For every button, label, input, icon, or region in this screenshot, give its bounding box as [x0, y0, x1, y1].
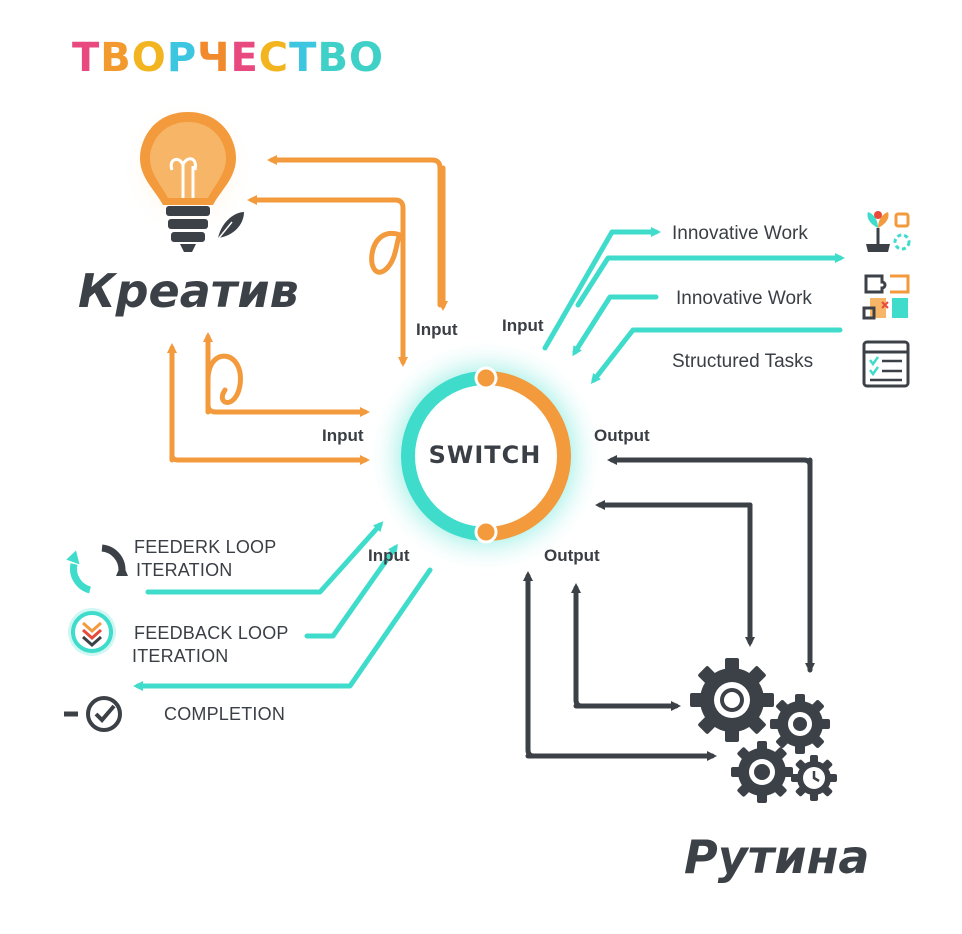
- output-label-bottom: Output: [544, 546, 600, 565]
- medium-gear-icon: [770, 694, 830, 754]
- lightbulb-icon: [118, 98, 258, 252]
- brand-letter: Т: [289, 35, 318, 81]
- refresh-cycle-icon: [66, 544, 128, 594]
- brand-letter: Т: [72, 35, 101, 81]
- input-label-bottom-left: Input: [368, 546, 410, 565]
- teal-arrow-from-innovative-2: [572, 294, 659, 357]
- dark-arrow-to-output-1: [607, 455, 813, 673]
- task-label-innovative-1: Innovative Work: [672, 223, 808, 244]
- brand-letter: Р: [166, 35, 198, 81]
- switch-ring: [368, 338, 604, 574]
- teal-arrow-loop-1: [145, 521, 384, 595]
- creative-title: Креатив: [78, 264, 299, 318]
- plant-growth-icon: [866, 211, 911, 252]
- brand-letter: Ч: [197, 35, 231, 81]
- brand-letter: В: [317, 35, 349, 81]
- loop-label-2-line2: ITERATION: [132, 646, 229, 666]
- completion-label: COMPLETION: [164, 704, 286, 724]
- teal-connectors: [133, 227, 845, 691]
- teal-arrow-loop-2: [304, 543, 398, 639]
- brand-letter: С: [258, 35, 290, 81]
- input-label-left: Input: [322, 426, 364, 445]
- loop-label-1-line2: ITERATION: [136, 560, 233, 580]
- routine-title: Рутина: [684, 830, 870, 884]
- lower-gear-icon: [731, 741, 793, 803]
- chevrons-down-badge-icon: [68, 608, 116, 656]
- switch-label: SWITCH: [428, 441, 542, 469]
- task-label-innovative-2: Innovative Work: [676, 288, 812, 309]
- output-label-right: Output: [594, 426, 650, 445]
- puzzle-pieces-icon: [862, 274, 910, 320]
- task-label-structured: Structured Tasks: [672, 351, 814, 372]
- teal-arrow-innovative-1: [542, 227, 661, 351]
- loop-label-2-line1: FEEDBACK LOOP: [134, 623, 289, 643]
- orange-arrow-to-bulb-top: [267, 155, 443, 308]
- gears-icon: [690, 658, 837, 803]
- brand-letter: В: [100, 35, 132, 81]
- orange-arrow-to-bulb-mid: [247, 195, 406, 365]
- brand-letter: О: [348, 35, 384, 81]
- teal-arrow-to-plant-icon: [575, 253, 845, 308]
- input-label-top-right: Input: [502, 316, 544, 335]
- orange-loop-curl-left: [205, 353, 243, 405]
- loop-label-1-line1: FEEDERK LOOP: [134, 537, 277, 557]
- check-circle-icon: [64, 696, 122, 732]
- brand-letter: Е: [230, 35, 259, 81]
- dark-arrow-up-output-2: [523, 571, 715, 759]
- checklist-icon: [862, 340, 910, 388]
- input-label-top-left: Input: [416, 320, 458, 339]
- brand-title: ТВОРЧЕСТВО: [72, 38, 384, 78]
- teal-arrow-to-completion: [133, 567, 433, 691]
- dark-arrow-up-output-1: [571, 583, 679, 709]
- clock-gear-icon: [791, 755, 837, 801]
- large-gear-icon: [690, 658, 774, 742]
- teal-arrow-from-structured: [590, 327, 843, 384]
- routine-connectors: [523, 455, 815, 761]
- creative-connectors: [167, 155, 448, 465]
- brand-letter: О: [131, 35, 167, 81]
- orange-loop-curl-top: [369, 231, 406, 275]
